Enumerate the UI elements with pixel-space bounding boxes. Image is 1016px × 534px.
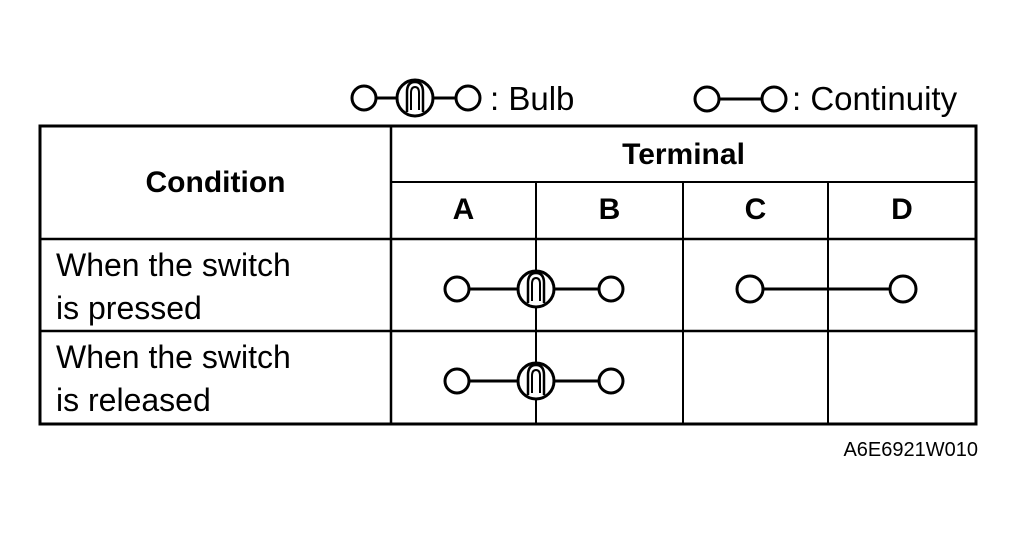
- row-pressed-condition: When the switch is pressed: [56, 244, 291, 330]
- terminal-d-header: D: [891, 193, 913, 226]
- legend-bulb-label: : Bulb: [490, 80, 575, 117]
- continuity-symbol-icon: [693, 85, 788, 113]
- terminal-b-header: B: [598, 193, 621, 226]
- figure-code: A6E6921W010: [843, 439, 978, 461]
- row-released-line2: is released: [56, 382, 211, 418]
- condition-header: Condition: [145, 166, 286, 199]
- row-released-line1: When the switch: [56, 339, 291, 375]
- legend-continuity-label: : Continuity: [792, 80, 958, 117]
- terminal-a-header: A: [452, 193, 475, 226]
- row-released-condition: When the switch is released: [56, 336, 291, 422]
- released-a-b-bulb-icon: [443, 361, 625, 401]
- pressed-c-d-continuity-icon: [735, 274, 918, 304]
- pressed-a-b-bulb-icon: [443, 269, 625, 309]
- terminal-header: Terminal: [622, 138, 745, 171]
- terminal-c-header: C: [744, 193, 767, 226]
- row-pressed-line1: When the switch: [56, 247, 291, 283]
- bulb-symbol-icon: [350, 78, 482, 118]
- row-pressed-line2: is pressed: [56, 290, 202, 326]
